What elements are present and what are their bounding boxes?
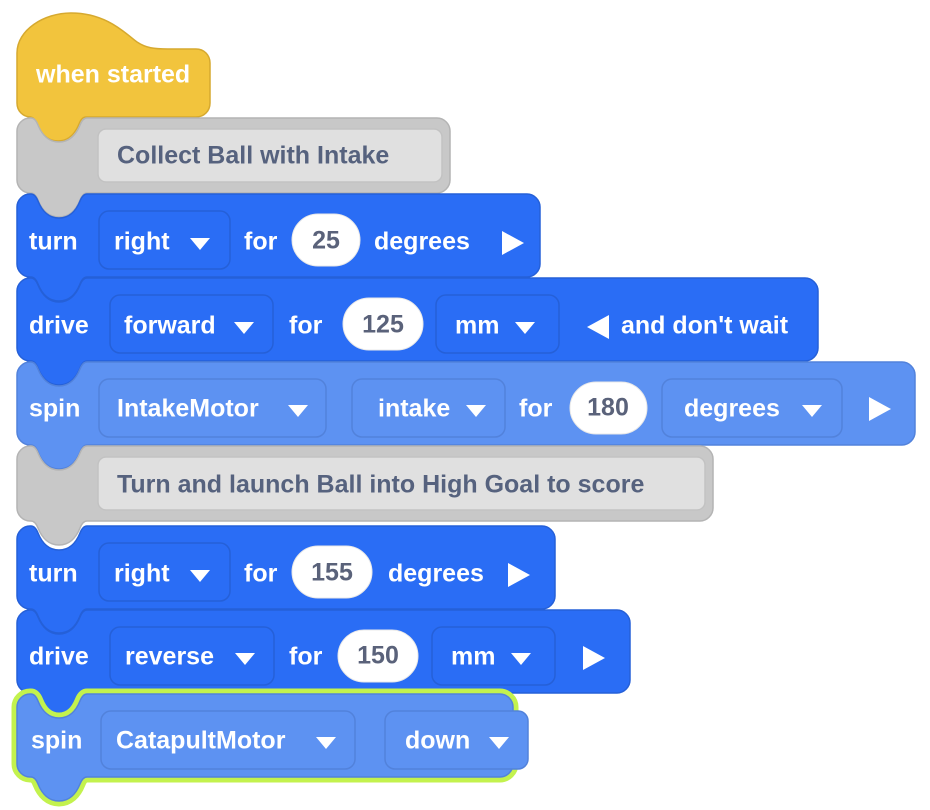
drive-2-direction-value: reverse [125,643,214,671]
block-comment-2[interactable]: Turn and launch Ball into High Goal to s… [16,445,714,546]
chevron-down-icon [234,322,254,334]
comment-1-field[interactable] [97,128,443,183]
turn-1-amount-input[interactable]: 25 [291,213,361,267]
turn-2-direction-value: right [114,560,170,588]
drive-1-direction-dropdown-bg[interactable] [109,294,274,354]
block-comment-1[interactable]: Collect Ball with Intake [16,117,451,218]
spin-1-motor-dropdown-bg[interactable] [98,378,327,438]
drive-2-distance-input-bg[interactable] [337,629,419,683]
drive-2-distance-value: 150 [357,642,399,670]
spin-2-motor-dropdown[interactable]: CatapultMotor [100,710,356,770]
comment-2-text: Turn and launch Ball into High Goal to s… [117,471,644,499]
comment-1-text: Collect Ball with Intake [117,142,389,170]
when-started-label: when started [35,61,190,89]
turn-1-amount-input-bg[interactable] [291,213,361,267]
drive-2-units-dropdown-bg[interactable] [431,626,556,686]
spin-2-keyword: spin [31,727,82,755]
drive-2-units-value: mm [451,643,495,671]
drive-2-units-dropdown[interactable]: mm [431,626,556,686]
spin-1-units-dropdown-bg[interactable] [661,378,843,438]
drive-1-direction-value: forward [124,312,216,340]
turn-2-direction-dropdown-bg[interactable] [98,542,231,602]
drive-2-direction-dropdown-bg[interactable] [109,626,275,686]
chevron-down-icon [802,405,822,417]
drive-2-distance-input[interactable]: 150 [337,629,419,683]
drive-1-distance-input[interactable]: 125 [342,297,424,351]
spin-2-motor-dropdown-bg[interactable] [100,710,356,770]
turn-1-keyword: turn [29,228,78,256]
spin-1-direction-dropdown-bg[interactable] [351,378,506,438]
chevron-down-icon [288,405,308,417]
drive-2-for-keyword: for [289,643,323,671]
chevron-down-icon [235,653,255,665]
chevron-down-icon [515,322,535,334]
spin-2-direction-dropdown[interactable]: down [384,710,529,770]
turn-2-amount-input[interactable]: 155 [291,545,373,599]
turn-1-degrees-keyword: degrees [374,228,470,256]
drive-1-direction-dropdown[interactable]: forward [109,294,274,354]
expand-arrow-right-icon[interactable] [583,646,605,670]
turn-1-amount-value: 25 [312,227,340,255]
block-spin-1[interactable]: spin IntakeMotor intake for 180 degrees [16,361,916,470]
block-turn-1[interactable]: turn right for 25 degrees [16,193,541,302]
turn-2-direction-dropdown[interactable]: right [98,542,231,602]
spin-1-amount-input-bg[interactable] [569,381,648,435]
spin-1-amount-input[interactable]: 180 [569,381,648,435]
turn-1-direction-value: right [114,228,170,256]
chevron-down-icon [316,737,336,749]
drive-1-keyword: drive [29,312,89,340]
turn-2-keyword: turn [29,560,78,588]
drive-1-units-dropdown-bg[interactable] [435,294,560,354]
spin-1-motor-dropdown[interactable]: IntakeMotor [98,378,327,438]
drive-2-direction-dropdown[interactable]: reverse [109,626,275,686]
drive-2-keyword: drive [29,643,89,671]
block-when-started[interactable]: when started [16,12,211,142]
chevron-down-icon [190,570,210,582]
turn-1-for-keyword: for [244,228,278,256]
block-drive-1[interactable]: drive forward for 125 mm and don't wait [16,277,819,386]
spin-1-units-value: degrees [684,395,780,423]
turn-1-direction-dropdown[interactable]: right [98,210,231,270]
comment-2-field[interactable] [97,456,706,511]
spin-1-for-keyword: for [519,395,553,423]
spin-2-motor-value: CatapultMotor [116,727,286,755]
spin-2-direction-value: down [405,727,470,755]
chevron-down-icon [511,653,531,665]
turn-2-for-keyword: for [244,560,278,588]
block-turn-2[interactable]: turn right for 155 degrees [16,525,556,634]
spin-1-direction-dropdown[interactable]: intake [351,378,506,438]
spin-1-direction-value: intake [378,395,450,423]
collapse-arrow-left-icon[interactable] [587,315,609,339]
chevron-down-icon [466,405,486,417]
spin-1-amount-value: 180 [587,394,629,422]
expand-arrow-right-icon[interactable] [502,231,524,255]
expand-arrow-right-icon[interactable] [869,397,891,421]
chevron-down-icon [489,737,509,749]
drive-1-distance-value: 125 [362,311,404,339]
drive-1-units-value: mm [455,312,499,340]
turn-2-amount-value: 155 [311,559,353,587]
drive-1-units-dropdown[interactable]: mm [435,294,560,354]
spin-1-keyword: spin [29,395,80,423]
expand-arrow-right-icon[interactable] [508,563,530,587]
spin-1-units-dropdown[interactable]: degrees [661,378,843,438]
turn-2-degrees-keyword: degrees [388,560,484,588]
drive-1-distance-input-bg[interactable] [342,297,424,351]
block-spin-2[interactable]: spin CatapultMotor down [11,688,529,807]
turn-2-amount-input-bg[interactable] [291,545,373,599]
turn-1-direction-dropdown-bg[interactable] [98,210,231,270]
drive-1-dont-wait-label: and don't wait [621,312,789,340]
spin-2-direction-dropdown-bg[interactable] [384,710,529,770]
chevron-down-icon [190,238,210,250]
drive-1-for-keyword: for [289,312,323,340]
spin-1-motor-value: IntakeMotor [117,395,259,423]
